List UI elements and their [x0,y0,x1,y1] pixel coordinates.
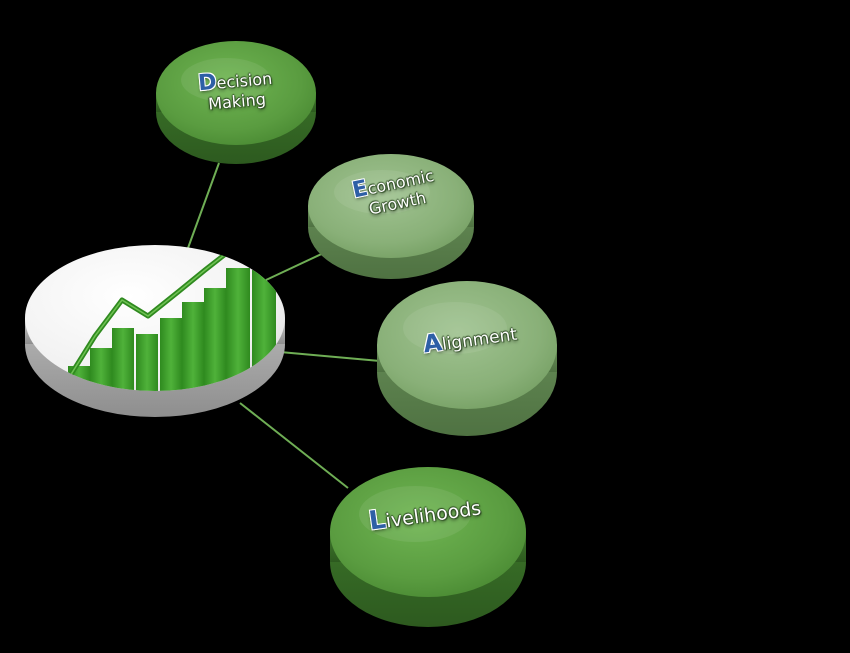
chart-bar [112,328,134,391]
connector-livelihoods [239,402,349,489]
chart-bar [90,348,112,391]
chart-bar [182,302,204,391]
connector-alignment [279,351,381,362]
node-decision-making [156,41,316,164]
node-economic-growth [308,154,474,279]
connector-economic [265,249,331,281]
connectors [187,162,381,489]
chart-bar [226,268,250,391]
node-alignment [377,281,557,436]
node-livelihoods [330,467,526,627]
connector-decision [187,162,220,249]
chart-bar [160,318,182,391]
chart-bar [204,288,226,391]
chart-bar [136,334,158,391]
growth-bar-chart-icon [25,245,285,417]
